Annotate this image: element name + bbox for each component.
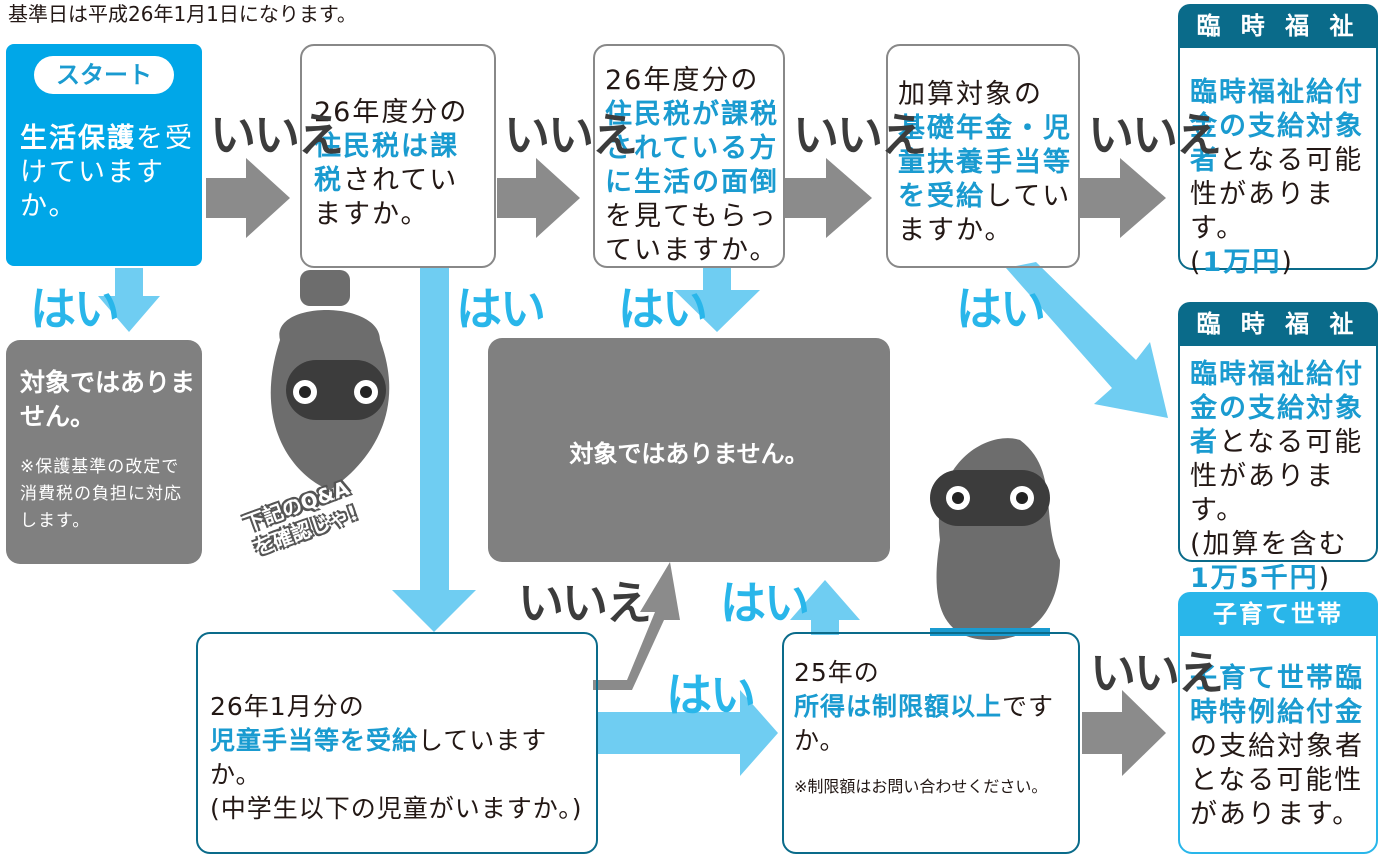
result-2-close: ) — [1318, 563, 1332, 594]
question-2-hl: 住民税は課税 — [314, 131, 459, 196]
question-2-box: 26年度分の 住民税は課税されていますか。 — [300, 44, 496, 268]
label-no-5: いいえ — [518, 576, 652, 630]
not-eligible-center-title: 対象ではありません。 — [569, 440, 809, 468]
question-2-post: されていますか。 — [314, 165, 459, 230]
result-1-hl: 臨時福祉給付金の支給対象者 — [1190, 77, 1364, 176]
label-no-1: いいえ — [210, 108, 344, 162]
arrow-yes-5 — [598, 690, 778, 776]
arrow-no-6 — [593, 562, 680, 690]
result-2-box: 臨時福祉給付金の支給対象者となる可能性があります。 (加算を含む 1万5千円) — [1178, 342, 1378, 594]
start-question-rest: を受けていますか。 — [20, 123, 194, 222]
label-yes-6: はい — [666, 668, 756, 722]
question-3-hl: 住民税が課税されている方に生活の面倒 — [605, 99, 779, 198]
question-6-text: 25年の 所得は制限額以上ですか。 — [794, 656, 1074, 758]
result-2-header: 臨 時 福 祉 — [1178, 302, 1378, 346]
result-3-header: 子育て世帯 — [1178, 592, 1378, 636]
question-4-pre: 加算対象の — [898, 79, 1043, 110]
label-yes-3: はい — [618, 282, 708, 336]
question-5-box: 26年1月分の 児童手当等を受給していますか。 (中学生以下の児童がいますか。) — [196, 632, 598, 854]
not-eligible-center-box: 対象ではありません。 — [488, 338, 890, 562]
result-1-amount: 1万円 — [1202, 247, 1282, 278]
question-2-pre: 26年度分の — [314, 97, 469, 128]
question-4-text: 加算対象の 基礎年金・児童扶養手当等を受給していますか。 — [898, 78, 1074, 248]
result-1-close: ) — [1281, 247, 1294, 278]
question-6-post: ですか。 — [794, 692, 1055, 755]
result-1-open: ( — [1190, 247, 1203, 278]
label-no-3: いいえ — [793, 108, 927, 162]
question-5-text: 26年1月分の 児童手当等を受給していますか。 (中学生以下の児童がいますか。) — [210, 690, 596, 826]
arrow-yes-3 — [674, 268, 760, 332]
question-6-hl: 所得は制限額以上 — [794, 692, 1003, 721]
question-5-post: していますか。 — [210, 726, 548, 789]
arrow-no-1 — [206, 158, 290, 238]
not-eligible-left-note: ※保護基準の改定で消費税の負担に対応します。 — [20, 457, 182, 531]
arrow-no-3 — [785, 158, 872, 238]
not-eligible-left-box: 対象ではありません。 ※保護基準の改定で消費税の負担に対応します。 — [6, 340, 202, 564]
not-eligible-left-title: 対象ではありません。 — [20, 368, 196, 431]
label-yes-4: はい — [956, 282, 1046, 336]
question-4-post: していますか。 — [898, 181, 1072, 246]
ninja-standing — [930, 438, 1060, 640]
arrow-no-2 — [497, 158, 580, 238]
question-3-text: 26年度分の 住民税が課税されている方に生活の面倒を見てもらっていますか。 — [605, 64, 779, 268]
arrow-no-5 — [1082, 690, 1166, 776]
result-3-box: 子育て世帯臨時特例給付金の支給対象者となる可能性があります。 — [1178, 632, 1378, 854]
question-2-text: 26年度分の 住民税は課税されていますか。 — [314, 96, 486, 232]
label-yes-5: はい — [720, 576, 810, 630]
label-yes-1: はい — [30, 282, 120, 336]
label-no-2: いいえ — [504, 108, 638, 162]
arrow-yes-2 — [392, 268, 476, 632]
question-6-pre: 25年の — [794, 658, 880, 687]
question-3-box: 26年度分の 住民税が課税されている方に生活の面倒を見てもらっていますか。 — [593, 44, 785, 268]
result-1-post: となる可能性があります。 — [1190, 145, 1364, 244]
start-badge: スタート — [34, 56, 174, 94]
label-no-6: いいえ — [1090, 646, 1224, 700]
result-1-box: 臨時福祉給付金の支給対象者となる可能性があります。 (1万円) — [1178, 44, 1378, 278]
label-yes-2: はい — [456, 282, 546, 336]
question-5-hl: 児童手当等を受給 — [210, 726, 419, 755]
result-3-text: 子育て世帯臨時特例給付金の支給対象者となる可能性があります。 — [1190, 662, 1374, 832]
question-3-pre: 26年度分の — [605, 65, 760, 96]
arrow-no-4 — [1080, 158, 1166, 238]
question-5-sub: (中学生以下の児童がいますか。) — [210, 794, 583, 823]
question-3-post: を見てもらっていますか。 — [605, 201, 779, 266]
result-2-text: 臨時福祉給付金の支給対象者となる可能性があります。 (加算を含む 1万5千円) — [1190, 358, 1374, 596]
arrow-yes-4 — [1006, 262, 1168, 418]
question-4-hl: 基礎年金・児童扶養手当等を受給 — [898, 113, 1072, 212]
arrow-yes-6 — [790, 580, 860, 635]
question-5-pre: 26年1月分の — [210, 692, 365, 721]
question-4-box: 加算対象の 基礎年金・児童扶養手当等を受給していますか。 — [886, 44, 1080, 268]
start-box: スタート 生活保護を受けていますか。 — [6, 44, 202, 266]
result-2-amount: 1万5千円 — [1190, 563, 1319, 594]
label-no-4: いいえ — [1088, 108, 1222, 162]
result-2-pre: (加算を含む — [1190, 529, 1348, 560]
result-2-hl: 臨時福祉給付金の支給対象者 — [1190, 359, 1364, 458]
question-6-box: 25年の 所得は制限額以上ですか。 ※制限額はお問い合わせください。 — [782, 632, 1080, 854]
result-3-hl: 子育て世帯臨時特例給付金 — [1190, 663, 1364, 728]
intro-text: 基準日は平成26年1月1日になります。 — [8, 2, 357, 26]
ninja-upside-down — [270, 270, 390, 490]
question-6-note: ※制限額はお問い合わせください。 — [794, 777, 1048, 796]
arrow-yes-1 — [98, 268, 160, 332]
result-3-post: の支給対象者となる可能性があります。 — [1190, 731, 1364, 830]
start-question: 生活保護を受けていますか。 — [20, 122, 196, 224]
start-question-hl: 生活保護 — [20, 123, 136, 154]
result-2-post: となる可能性があります。 — [1190, 427, 1364, 526]
result-1-header: 臨 時 福 祉 — [1178, 4, 1378, 48]
result-1-text: 臨時福祉給付金の支給対象者となる可能性があります。 (1万円) — [1190, 76, 1374, 280]
